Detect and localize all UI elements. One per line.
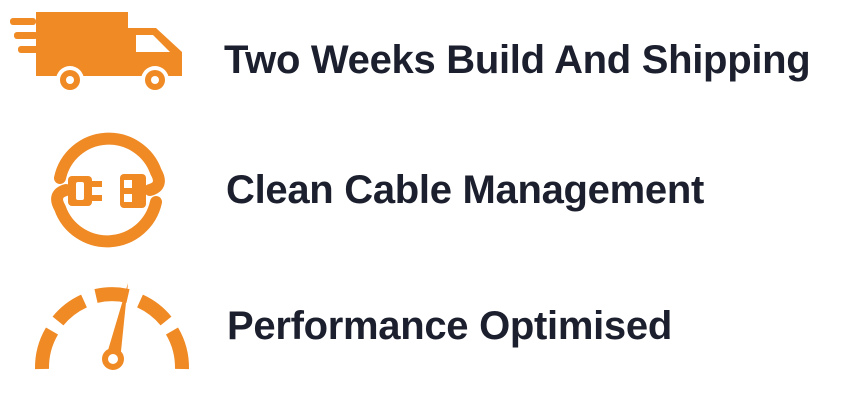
cable-plug-icon [51, 132, 165, 248]
feature-row-shipping: Two Weeks Build And Shipping [0, 0, 846, 120]
feature-label-performance: Performance Optimised [227, 304, 672, 348]
feature-label-shipping: Two Weeks Build And Shipping [224, 38, 811, 82]
feature-row-performance: Performance Optimised [0, 265, 846, 403]
feature-label-cables: Clean Cable Management [226, 168, 704, 212]
delivery-truck-icon [10, 12, 182, 94]
feature-row-cables: Clean Cable Management [0, 120, 846, 260]
speedometer-gauge-icon [35, 283, 189, 370]
